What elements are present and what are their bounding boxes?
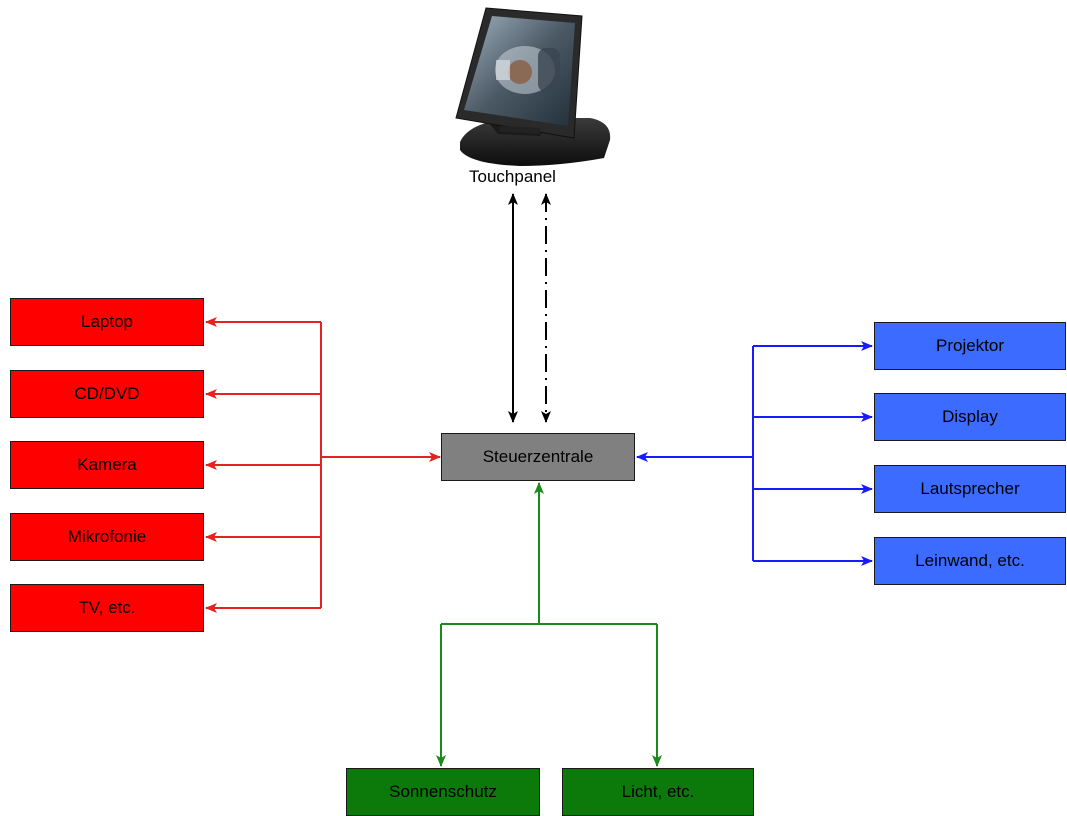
output-device-screen: Leinwand, etc.	[874, 537, 1066, 585]
output-device-speaker: Lautsprecher	[874, 465, 1066, 513]
touchpanel-image	[455, 7, 611, 166]
output-device-projector: Projektor	[874, 322, 1066, 370]
input-device-microphone: Mikrofonie	[10, 513, 204, 561]
output-device-display: Display	[874, 393, 1066, 441]
control-connectors	[436, 482, 662, 767]
touchpanel-label: Touchpanel	[469, 167, 556, 186]
input-device-camera: Kamera	[10, 441, 204, 489]
input-connectors	[205, 317, 441, 613]
control-device-light: Licht, etc.	[562, 768, 754, 816]
input-device-laptop: Laptop	[10, 298, 204, 346]
central-controller-box: Steuerzentrale	[441, 433, 635, 481]
control-device-sunshade: Sonnenschutz	[346, 768, 540, 816]
input-device-tv: TV, etc.	[10, 584, 204, 632]
input-device-cd-dvd: CD/DVD	[10, 370, 204, 418]
output-connectors	[636, 341, 873, 566]
